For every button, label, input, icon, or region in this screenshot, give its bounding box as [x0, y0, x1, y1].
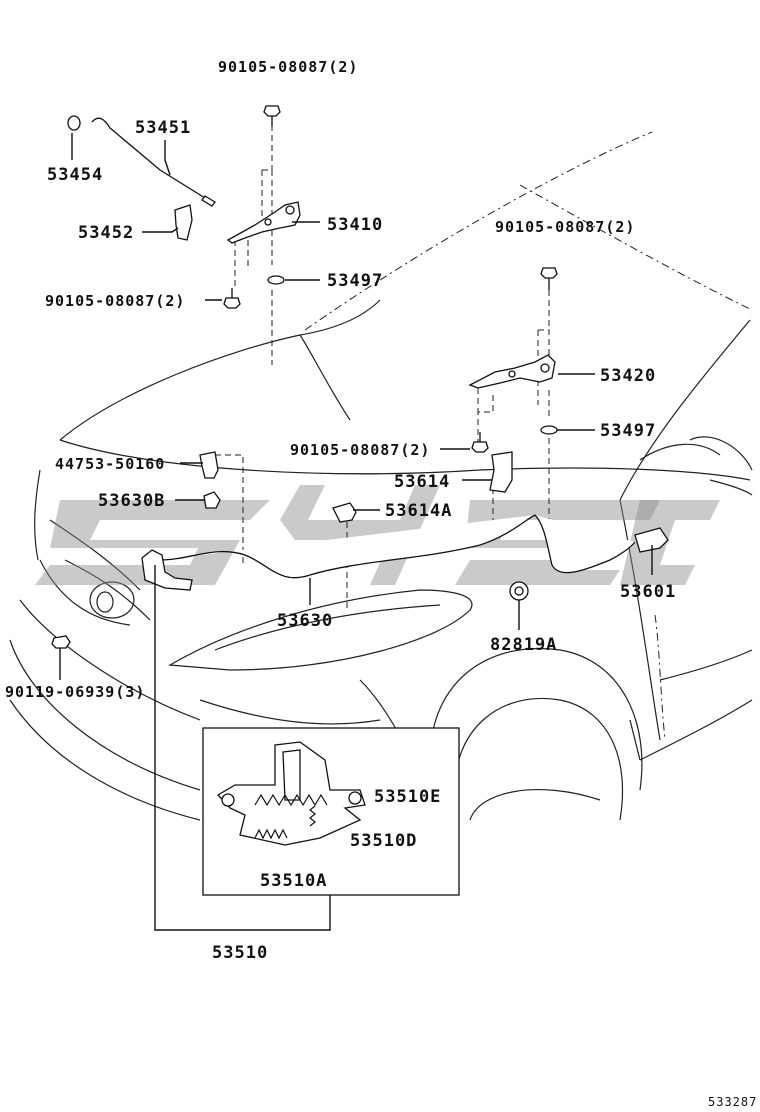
assembly-guides [215, 125, 550, 610]
callout-53510: 53510 [212, 943, 268, 963]
callout-44753-50160: 44753-50160 [55, 455, 165, 473]
callout-82819a: 82819A [490, 635, 557, 655]
hood-stay-rod [67, 115, 216, 241]
callout-53510a: 53510A [260, 871, 327, 891]
bolt-icons [51, 105, 558, 649]
callout-53510d: 53510D [350, 831, 417, 851]
callout-53614a: 53614A [385, 501, 452, 521]
hood-hinge-left [226, 201, 301, 244]
callout-53630b: 53630B [98, 491, 165, 511]
car-outline [9, 131, 753, 821]
callout-53630: 53630 [277, 611, 333, 631]
callout-53614: 53614 [394, 472, 450, 492]
callout-53420: 53420 [600, 366, 656, 386]
hood-hinge-right [468, 354, 556, 389]
callout-53452: 53452 [78, 223, 134, 243]
detail-inset [202, 727, 460, 896]
callout-53510e: 53510E [374, 787, 441, 807]
callout-53454: 53454 [47, 165, 103, 185]
hood-lock-cable [159, 451, 669, 601]
callout-90105-08087-left: 90105-08087(2) [45, 292, 185, 310]
figure-number: 533287 [708, 1095, 757, 1109]
callout-90105-08087-mid: 90105-08087(2) [290, 441, 430, 459]
callout-90119-06939: 90119-06939(3) [5, 683, 145, 701]
callouts: 90105-08087(2) 53451 53454 53452 53410 5… [5, 58, 757, 1109]
callout-90105-08087-right: 90105-08087(2) [495, 218, 635, 236]
callout-90105-08087-top: 90105-08087(2) [218, 58, 358, 76]
callout-53410: 53410 [327, 215, 383, 235]
callout-53601: 53601 [620, 582, 676, 602]
callout-53451: 53451 [135, 118, 191, 138]
callout-53497-left: 53497 [327, 271, 383, 291]
callout-53497-right: 53497 [600, 421, 656, 441]
washer-icons [267, 275, 558, 435]
